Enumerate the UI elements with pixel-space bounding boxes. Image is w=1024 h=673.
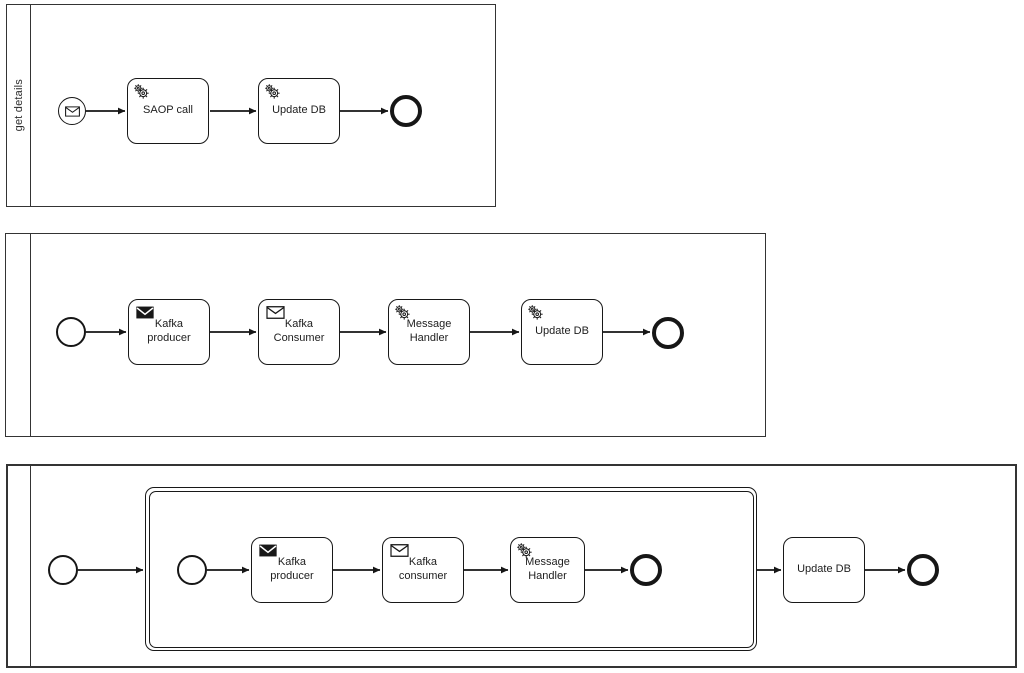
task-label: Kafka producer xyxy=(270,556,314,582)
task-message-handler-2[interactable]: Message Handler xyxy=(388,299,470,365)
message-start-event[interactable] xyxy=(58,97,86,125)
pool-subprocess-flow-lane-band xyxy=(8,466,31,666)
task-kafka-producer-3[interactable]: Kafka producer xyxy=(251,537,333,603)
task-label: Kafka Consumer xyxy=(273,318,325,344)
end-event-3[interactable] xyxy=(907,554,939,586)
service-gear-icon xyxy=(516,542,533,559)
task-kafka-consumer-2[interactable]: Kafka Consumer xyxy=(258,299,340,365)
task-label: Update DB xyxy=(272,104,326,117)
send-envelope-icon xyxy=(259,544,277,557)
message-envelope-icon xyxy=(65,106,80,117)
send-envelope-icon xyxy=(136,306,154,319)
receive-envelope-icon xyxy=(390,544,409,557)
end-event-1[interactable] xyxy=(390,95,422,127)
subprocess-end-event[interactable] xyxy=(630,554,662,586)
start-event-3[interactable] xyxy=(48,555,78,585)
subprocess-start-event[interactable] xyxy=(177,555,207,585)
task-kafka-consumer-3[interactable]: Kafka consumer xyxy=(382,537,464,603)
pool-get-details-lane-band: get details xyxy=(7,5,31,206)
task-saop-call[interactable]: SAOP call xyxy=(127,78,209,144)
task-label: SAOP call xyxy=(143,104,193,117)
task-label: Update DB xyxy=(797,563,851,576)
task-kafka-producer-2[interactable]: Kafka producer xyxy=(128,299,210,365)
end-event-2[interactable] xyxy=(652,317,684,349)
pool-kafka-flow-lane-band xyxy=(6,234,31,436)
subprocess-inner-border xyxy=(148,490,754,648)
service-gear-icon xyxy=(133,83,150,100)
task-update-db-3[interactable]: Update DB xyxy=(783,537,865,603)
lane-label-get-details: get details xyxy=(12,79,25,132)
task-message-handler-3[interactable]: Message Handler xyxy=(510,537,585,603)
task-label: Kafka producer xyxy=(147,318,191,344)
task-label: Kafka consumer xyxy=(398,556,448,582)
receive-envelope-icon xyxy=(266,306,285,319)
task-update-db-1[interactable]: Update DB xyxy=(258,78,340,144)
task-label: Message Handler xyxy=(406,318,452,344)
task-update-db-2[interactable]: Update DB xyxy=(521,299,603,365)
task-label: Message Handler xyxy=(525,556,570,582)
service-gear-icon xyxy=(264,83,281,100)
task-label: Update DB xyxy=(535,325,589,338)
service-gear-icon xyxy=(394,304,411,321)
start-event-2[interactable] xyxy=(56,317,86,347)
service-gear-icon xyxy=(527,304,544,321)
